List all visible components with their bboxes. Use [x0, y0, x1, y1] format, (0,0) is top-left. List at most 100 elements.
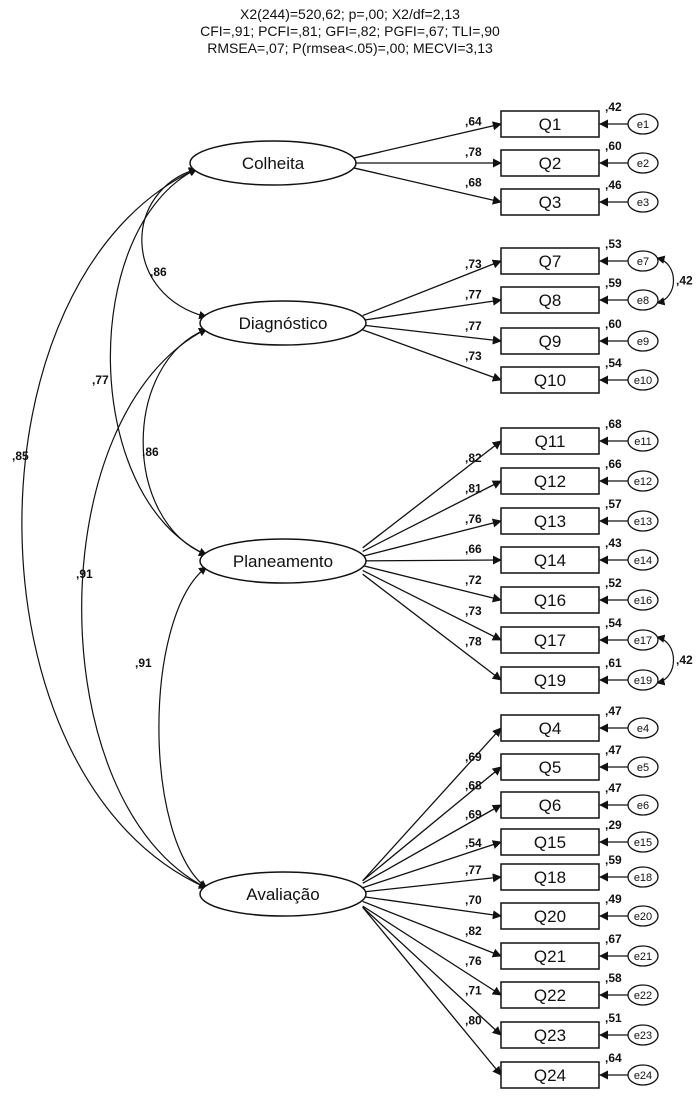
loading-q11: ,82	[465, 451, 482, 465]
error-node-e12	[627, 470, 659, 492]
loading-arrow-q22	[362, 905, 502, 996]
item-box-q15	[500, 828, 600, 856]
error-label-e5: e5	[637, 762, 649, 774]
item-box-q14	[500, 546, 600, 574]
loading-arrow-q20	[362, 895, 502, 920]
error-node-e7	[627, 250, 659, 272]
error-node-e16	[627, 589, 659, 611]
error-label-e22: e22	[634, 990, 652, 1002]
r2-q18: ,59	[605, 853, 622, 867]
correlation-arc-2-3	[158, 566, 208, 889]
r2-q1: ,42	[605, 100, 622, 114]
loading-arrow-q16	[362, 565, 502, 603]
r2-q12: ,66	[605, 457, 622, 471]
error-node-e9	[627, 330, 659, 352]
loading-arrow-q14	[362, 555, 502, 565]
correlation-arc-0-3	[21, 168, 208, 889]
loading-arrow-q19	[362, 573, 502, 681]
loading-q21: ,82	[465, 924, 482, 938]
fit-statistics: X2(244)=520,62; p=,00; X2/df=2,13 CFI=,9…	[0, 6, 700, 57]
loading-arrow-q24	[362, 906, 502, 1076]
loading-arrow-q13	[362, 518, 502, 557]
error-label-e18: e18	[634, 872, 652, 884]
factor-correlations: ,86,77,85,86,91,91,42,42	[12, 167, 693, 889]
item-label-q11: Q11	[535, 432, 566, 451]
item-label-q8: Q8	[539, 291, 562, 310]
error-node-e6	[627, 794, 659, 816]
r2-q3: ,46	[605, 178, 622, 192]
loading-q7: ,73	[465, 257, 482, 271]
loading-arrow-q4	[362, 727, 502, 882]
r2-q4: ,47	[605, 704, 622, 718]
correlation-value-0-1: ,86	[150, 265, 167, 279]
loading-q23: ,71	[465, 984, 482, 998]
loading-arrow-q1	[352, 121, 502, 159]
loading-arrow-q5	[362, 766, 502, 882]
loading-arrow-q18	[362, 873, 502, 893]
r2-q9: ,60	[605, 317, 622, 331]
loading-arrow-q7	[362, 259, 502, 317]
r2-q16: ,52	[605, 576, 622, 590]
item-label-q3: Q3	[539, 193, 562, 212]
r2-q22: ,58	[605, 971, 622, 985]
error-node-e15	[627, 831, 659, 853]
error-node-e20	[627, 905, 659, 927]
error-node-e21	[627, 945, 659, 967]
r2-q2: ,60	[605, 139, 622, 153]
error-covariance-arc-1	[656, 255, 674, 306]
correlation-value-0-3: ,85	[12, 449, 29, 463]
item-box-q7	[500, 247, 600, 275]
item-label-q7: Q7	[539, 252, 562, 271]
loading-q17: ,73	[465, 604, 482, 618]
error-label-e17: e17	[634, 635, 652, 647]
r2-q11: ,68	[605, 417, 622, 431]
error-node-e23	[627, 1024, 659, 1046]
item-label-q21: Q21	[534, 947, 566, 966]
r2-q10: ,54	[605, 356, 622, 370]
loading-q3: ,68	[465, 176, 482, 190]
item-label-q23: Q23	[534, 1026, 566, 1045]
item-box-q6	[500, 791, 600, 819]
error-label-e10: e10	[634, 375, 652, 387]
item-box-q1	[500, 110, 600, 138]
loading-q16: ,72	[465, 573, 482, 587]
error-label-e16: e16	[634, 595, 652, 607]
item-label-q22: Q22	[534, 986, 566, 1005]
error-label-e20: e20	[634, 911, 652, 923]
item-label-q14: Q14	[534, 551, 566, 570]
error-label-e8: e8	[637, 295, 649, 307]
loading-paths: ,64,78,68,73,77,77,73,82,81,76,66,72,73,…	[352, 114, 628, 1080]
item-box-q19	[500, 666, 600, 694]
error-node-e11	[627, 430, 659, 452]
factor-ellipse-3	[199, 538, 367, 584]
item-box-q21	[500, 942, 600, 970]
error-label-e15: e15	[634, 837, 652, 849]
error-label-e14: e14	[634, 555, 652, 567]
item-box-q12	[500, 467, 600, 495]
item-box-q10	[500, 366, 600, 394]
r2-q21: ,67	[605, 932, 622, 946]
error-node-e2	[627, 152, 659, 174]
correlation-value-1-3: ,91	[76, 567, 93, 581]
loading-arrow-q10	[362, 329, 502, 382]
item-box-q2	[500, 149, 600, 177]
correlation-arc-0-1	[141, 167, 208, 320]
item-label-q4: Q4	[539, 719, 562, 738]
error-covariance-value-1: ,42	[676, 274, 693, 288]
error-label-e11: e11	[634, 436, 652, 448]
correlation-arc-0-2	[109, 168, 208, 556]
error-node-e4	[627, 717, 659, 739]
item-box-q8	[500, 286, 600, 314]
loading-arrow-q15	[362, 840, 502, 889]
factor-label-1: Colheita	[242, 154, 305, 173]
fit-line-2: CFI=,91; PCFI=,81; GFI=,82; PGFI=,67; TL…	[200, 23, 500, 39]
loading-arrow-q9	[362, 324, 502, 345]
item-label-q16: Q16	[534, 591, 566, 610]
loading-q2: ,78	[465, 145, 482, 159]
error-label-e12: e12	[634, 476, 652, 488]
loading-q1: ,64	[465, 114, 482, 128]
item-box-q13	[500, 507, 600, 535]
error-label-e23: e23	[634, 1030, 652, 1042]
loading-q22: ,76	[465, 954, 482, 968]
